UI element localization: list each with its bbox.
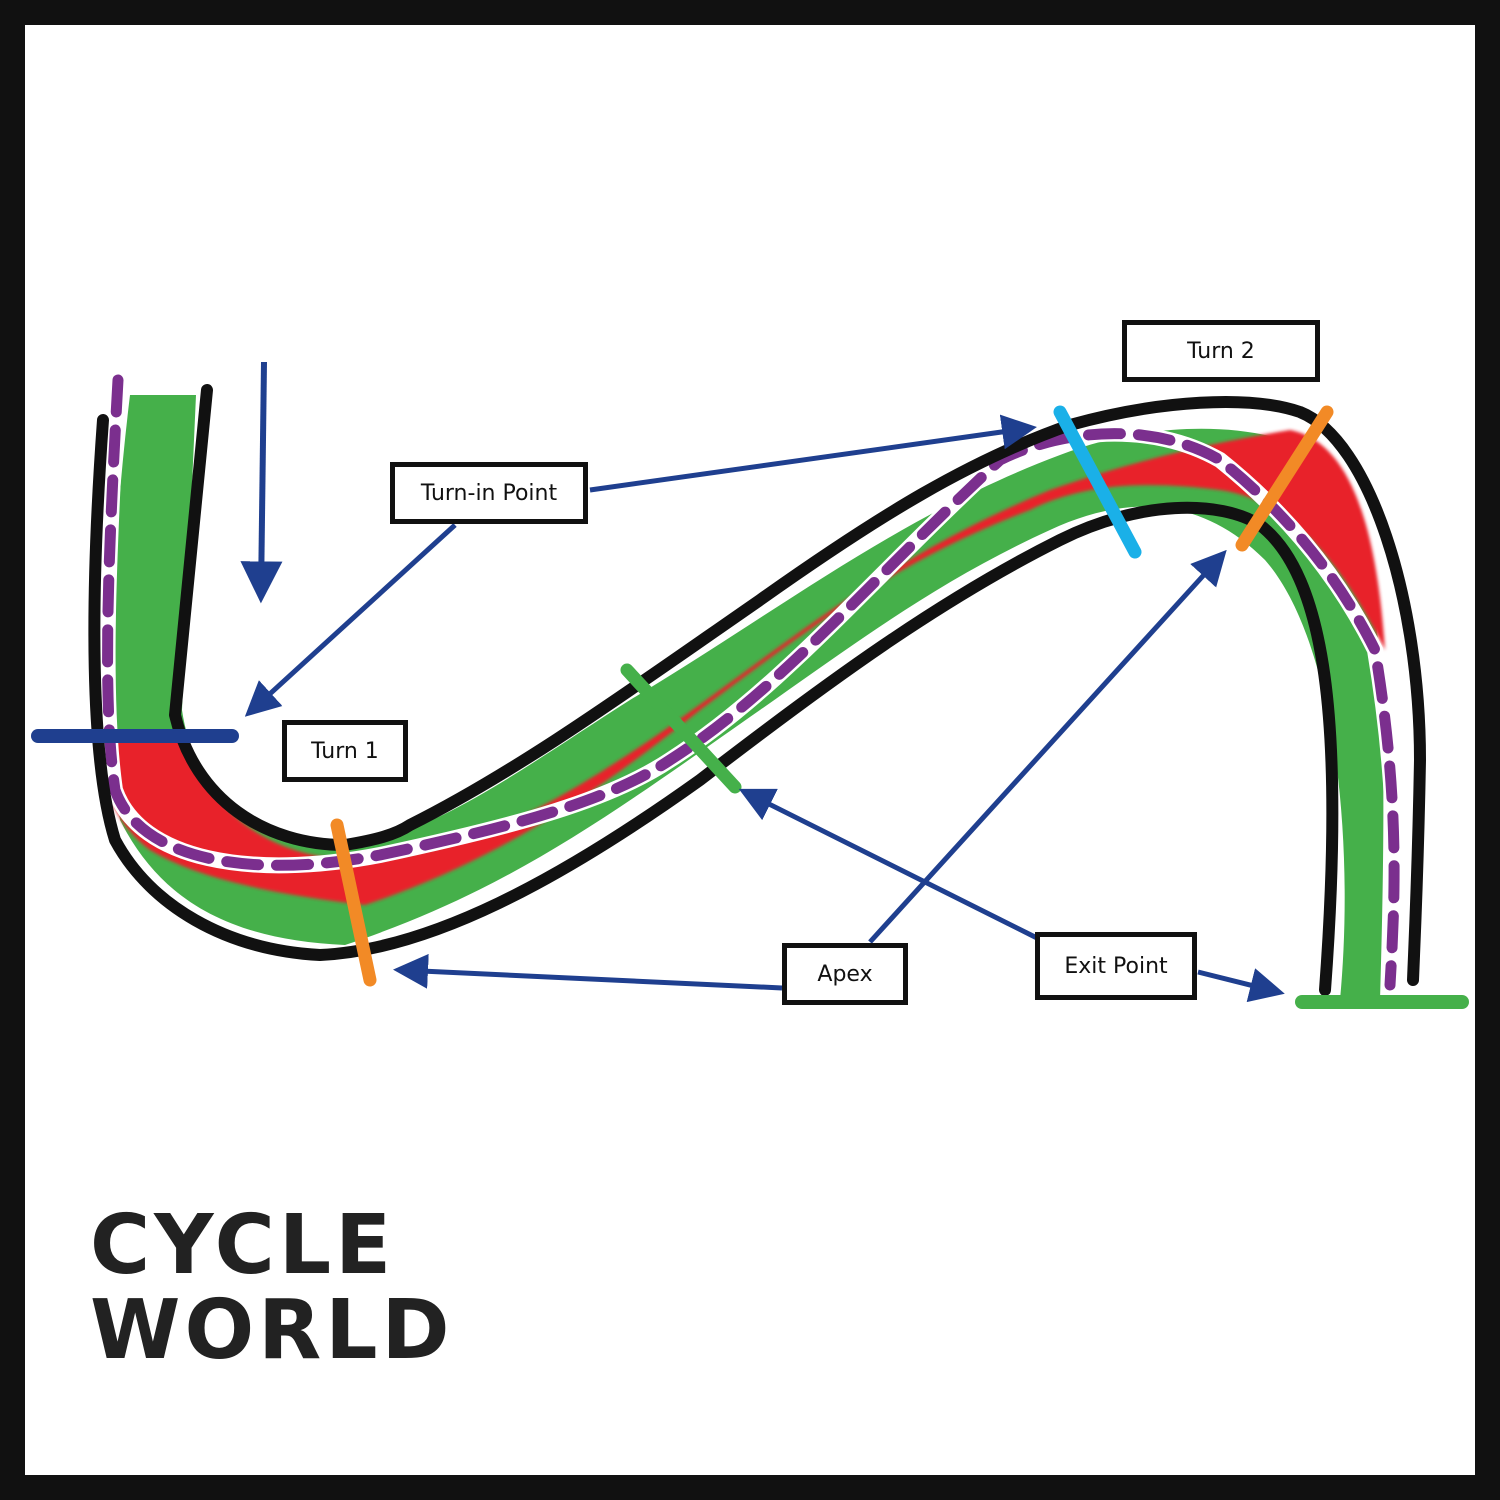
direction-arrow <box>240 361 283 604</box>
exit-point-label: Exit Point <box>1035 932 1197 1000</box>
brand-logo-line-2: WORLD <box>90 1283 454 1378</box>
exit-marker-turn-1 <box>620 663 742 794</box>
apex-arrow-turn-1 <box>393 953 783 991</box>
apex-arrow-turn-2 <box>868 549 1227 944</box>
turn-2-label: Turn 2 <box>1122 320 1320 382</box>
turn-1-label: Turn 1 <box>282 720 408 782</box>
turn-in-arrow-turn-1 <box>244 523 457 717</box>
track-edge-outer <box>88 414 1339 996</box>
turn-in-point-label: Turn-in Point <box>390 462 588 524</box>
racing-line-dashed <box>102 374 1400 991</box>
apex-marker-turn-1 <box>330 818 377 987</box>
exit-arrow-turn-1 <box>738 788 1039 941</box>
track-edge-inner <box>169 384 1426 986</box>
exit-arrow-turn-2 <box>1197 968 1285 1003</box>
turn-in-arrow-turn-2 <box>589 414 1037 493</box>
brand-logo-line-1: CYCLE <box>90 1198 396 1293</box>
turn-in-marker-turn-2 <box>1053 405 1142 559</box>
apex-marker-turn-2 <box>1235 405 1334 552</box>
apex-label: Apex <box>782 943 908 1005</box>
